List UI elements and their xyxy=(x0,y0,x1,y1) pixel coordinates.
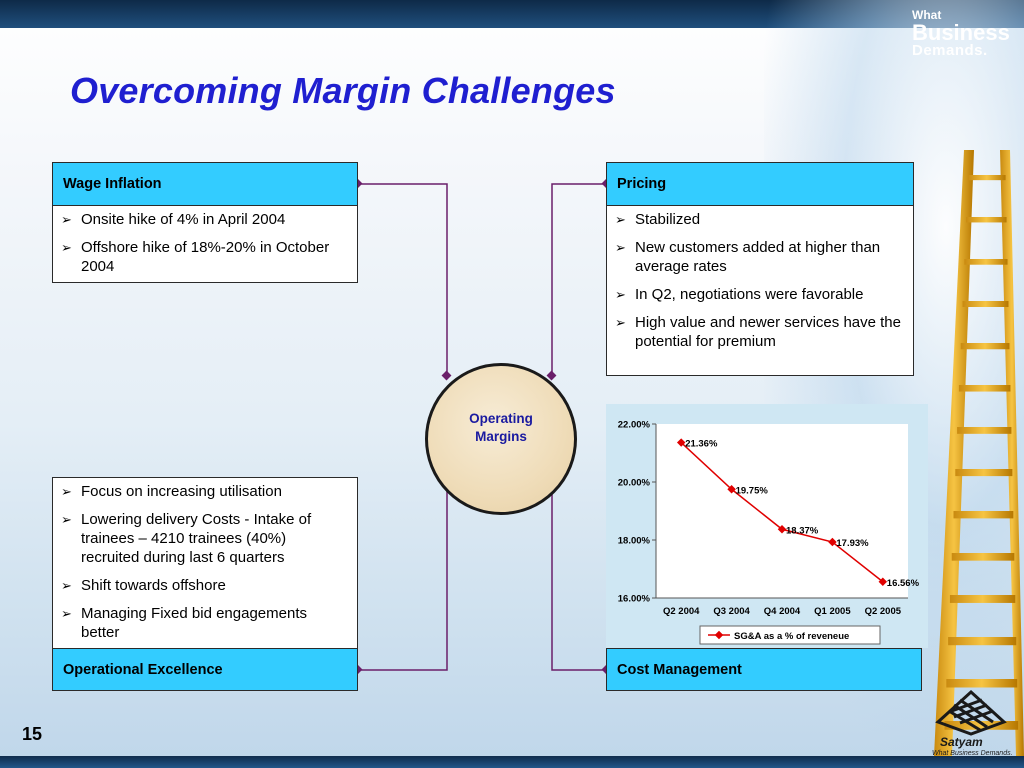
arrow-bullet-icon: ➢ xyxy=(61,240,72,255)
data-label: 19.75% xyxy=(736,485,769,496)
ladder-rung xyxy=(946,679,1018,688)
list-item: ➢High value and newer services have the … xyxy=(615,314,901,350)
data-point xyxy=(828,537,837,547)
list-item: ➢Lowering delivery Costs - Intake of tra… xyxy=(61,511,312,566)
ladder-rung xyxy=(948,637,1017,646)
arrow-bullet-icon: ➢ xyxy=(61,212,72,227)
ladder-rung xyxy=(944,721,1019,730)
list-item: ➢In Q2, negotiations were favorable xyxy=(615,286,864,303)
x-tick-label: Q3 2004 xyxy=(713,606,750,617)
page-number: 15 xyxy=(22,724,43,744)
sga-line-chart: 22.00% 20.00% 18.00% 16.00% Q2 2004 Q3 2004 Q4… xyxy=(618,420,920,645)
arrow-bullet-icon: ➢ xyxy=(615,315,626,330)
operational-excellence-header: Operational Excellence xyxy=(52,648,358,691)
satyam-logo-icon xyxy=(935,689,1007,736)
ladder-rung xyxy=(962,301,1009,307)
legend-label: SG&A as a % of reveneue xyxy=(734,631,849,642)
operational-excellence-title: Operational Excellence xyxy=(63,661,223,678)
cost-management-title: Cost Management xyxy=(617,661,742,678)
ladder-rung xyxy=(967,175,1006,181)
data-label: 16.56% xyxy=(887,578,920,589)
y-tick-label: 20.00% xyxy=(618,478,651,489)
tagline-sub: Demands. xyxy=(912,42,988,59)
list-item: ➢Stabilized xyxy=(615,211,701,228)
ladder-rung xyxy=(951,553,1015,561)
ladder-rung xyxy=(949,595,1016,603)
ladder-rung xyxy=(966,217,1007,223)
ladder-rung xyxy=(964,259,1008,265)
y-tick-label: 22.00% xyxy=(618,420,651,431)
ladder-rung xyxy=(960,343,1010,350)
wage-inflation-header: Wage Inflation xyxy=(52,162,358,206)
x-tick-label: Q2 2005 xyxy=(865,606,902,617)
data-label: 17.93% xyxy=(836,538,869,549)
arrow-bullet-icon: ➢ xyxy=(61,484,72,499)
arrow-bullet-icon: ➢ xyxy=(615,240,626,255)
data-label: 18.37% xyxy=(786,525,819,536)
ladder-rung xyxy=(955,469,1013,477)
list-item: ➢New customers added at higher than aver… xyxy=(615,239,881,275)
ladder-rung xyxy=(957,427,1012,434)
arrow-bullet-icon: ➢ xyxy=(61,578,72,593)
x-tick-label: Q2 2004 xyxy=(663,606,700,617)
pricing-header: Pricing xyxy=(606,162,914,206)
operating-margins-circle: Operating Margins xyxy=(425,363,577,515)
arrow-bullet-icon: ➢ xyxy=(61,512,72,527)
list-item: ➢Offshore hike of 18%-20% in October 200… xyxy=(61,239,330,275)
arrow-bullet-icon: ➢ xyxy=(61,606,72,621)
arrow-bullet-icon: ➢ xyxy=(615,212,626,227)
company-tagline: What Business Demands. xyxy=(932,750,1013,757)
tagline-main: Business xyxy=(912,20,1010,45)
wage-inflation-box: ➢Onsite hike of 4% in April 2004 ➢Offsho… xyxy=(52,205,358,283)
pricing-box: ➢Stabilized ➢New customers added at high… xyxy=(606,205,914,376)
company-name: Satyam xyxy=(940,735,983,749)
ladder-rung xyxy=(953,511,1014,519)
list-item: ➢Onsite hike of 4% in April 2004 xyxy=(61,211,286,228)
list-item: ➢Shift towards offshore xyxy=(61,577,226,594)
sga-chart-panel: 22.00% 20.00% 18.00% 16.00% Q2 2004 Q3 2004 Q4… xyxy=(606,404,928,648)
ladder-rung xyxy=(958,385,1011,392)
list-item: ➢Managing Fixed bid engagements better xyxy=(61,605,307,641)
wage-inflation-title: Wage Inflation xyxy=(63,176,162,192)
x-tick-label: Q4 2004 xyxy=(764,606,801,617)
data-label: 21.36% xyxy=(685,439,718,450)
x-tick-label: Q1 2005 xyxy=(814,606,851,617)
data-point xyxy=(727,485,736,494)
page-title: Overcoming Margin Challenges xyxy=(70,70,616,111)
legend-box xyxy=(699,625,881,645)
center-label: Operating Margins xyxy=(469,411,533,444)
bottom-banner xyxy=(0,756,1024,768)
arrow-bullet-icon: ➢ xyxy=(615,287,626,302)
tagline-small: What xyxy=(912,8,942,22)
cost-management-header: Cost Management xyxy=(606,648,922,691)
pricing-title: Pricing xyxy=(617,176,667,192)
y-tick-label: 18.00% xyxy=(618,536,651,547)
operational-excellence-box: ➢Focus on increasing utilisation ➢Loweri… xyxy=(52,477,358,649)
brand-tagline: What Business Demands. xyxy=(912,9,1010,58)
y-tick-label: 16.00% xyxy=(618,594,651,605)
list-item: ➢Focus on increasing utilisation xyxy=(61,483,282,500)
